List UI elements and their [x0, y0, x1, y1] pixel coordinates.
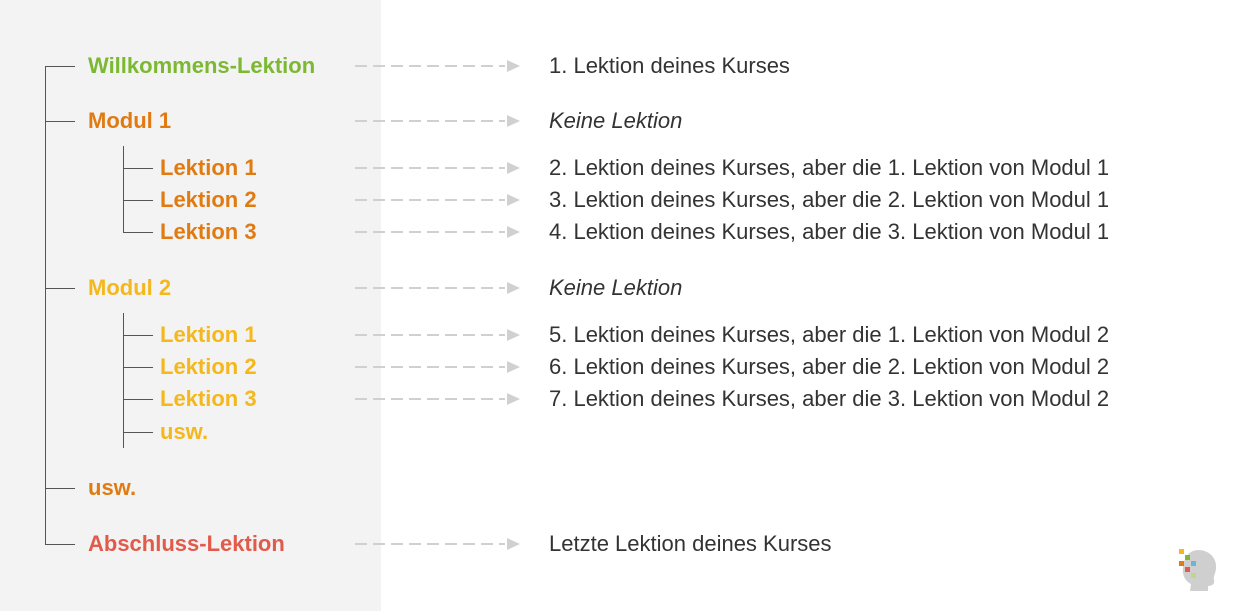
dashed-arrow-icon — [355, 226, 520, 238]
node-welcome-lesson: Willkommens-Lektion — [88, 53, 316, 78]
tree-panel — [0, 0, 381, 611]
node-module-1-lesson-2: Lektion 2 — [160, 187, 257, 212]
dashed-arrow-icon — [355, 162, 520, 174]
node-module-2-lesson-2: Lektion 2 — [160, 354, 257, 379]
desc-module-1-lesson-2: 3. Lektion deines Kurses, aber die 2. Le… — [549, 187, 1110, 212]
dashed-arrow-icon — [355, 329, 520, 341]
desc-module-1-lesson-3: 4. Lektion deines Kurses, aber die 3. Le… — [549, 219, 1110, 244]
dashed-arrow-icon — [355, 361, 520, 373]
desc-module-1: Keine Lektion — [549, 108, 683, 133]
node-module-1: Modul 1 — [88, 108, 172, 133]
desc-module-1-lesson-1: 2. Lektion deines Kurses, aber die 1. Le… — [549, 155, 1110, 180]
node-module-1-lesson-3: Lektion 3 — [160, 219, 257, 244]
dashed-arrow-icon — [355, 282, 520, 294]
dashed-arrow-icon — [355, 115, 520, 127]
node-etc: usw. — [88, 475, 137, 500]
desc-welcome: 1. Lektion deines Kurses — [549, 53, 790, 78]
node-module-2-lesson-1: Lektion 1 — [160, 322, 257, 347]
node-module-1-lesson-1: Lektion 1 — [160, 155, 257, 180]
desc-module-2-lesson-1: 5. Lektion deines Kurses, aber die 1. Le… — [549, 322, 1110, 347]
tree-connectors — [45, 66, 153, 545]
head-logo-icon — [1179, 549, 1217, 591]
dashed-arrow-icon — [355, 393, 520, 405]
node-module-2-lesson-3: Lektion 3 — [160, 386, 257, 411]
node-final-lesson: Abschluss-Lektion — [88, 531, 285, 556]
dashed-arrow-icon — [355, 60, 520, 72]
node-module-2-etc: usw. — [160, 419, 209, 444]
desc-module-2-lesson-2: 6. Lektion deines Kurses, aber die 2. Le… — [549, 354, 1110, 379]
dashed-arrow-icon — [355, 194, 520, 206]
desc-module-2-lesson-3: 7. Lektion deines Kurses, aber die 3. Le… — [549, 386, 1110, 411]
node-module-2: Modul 2 — [88, 275, 172, 300]
desc-module-2: Keine Lektion — [549, 275, 683, 300]
desc-final: Letzte Lektion deines Kurses — [549, 531, 832, 556]
dashed-arrow-icon — [355, 538, 520, 550]
